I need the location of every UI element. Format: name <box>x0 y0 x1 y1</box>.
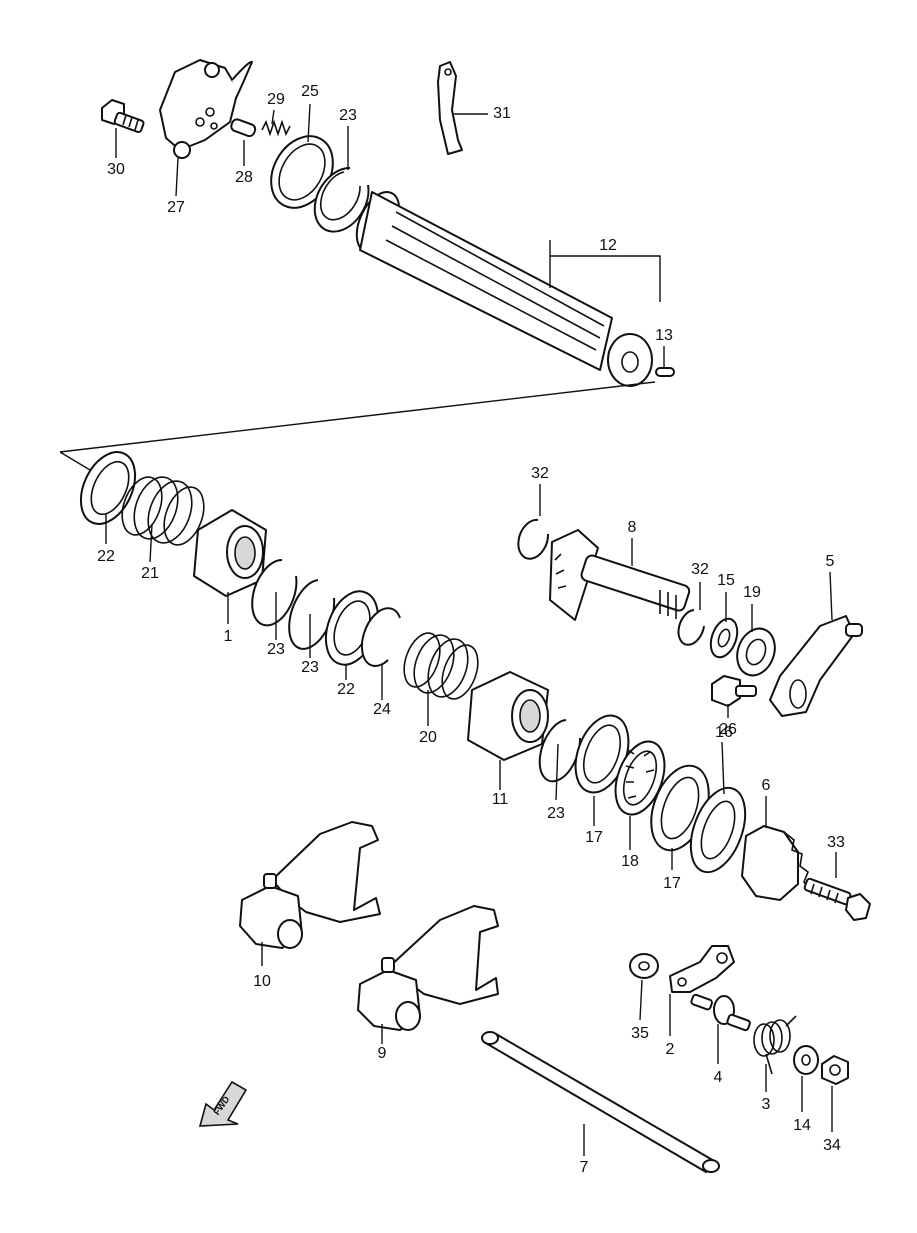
part-15-washer <box>709 617 739 659</box>
callout-17-a: 17 <box>585 829 603 846</box>
part-30-bolt <box>101 99 145 134</box>
callout-27: 27 <box>167 199 185 216</box>
callout-26: 26 <box>719 721 737 738</box>
part-1-ratchet-cam <box>193 509 267 597</box>
leader-lines <box>105 103 837 1156</box>
callout-4: 4 <box>714 1069 723 1086</box>
callout-12: 12 <box>599 237 617 254</box>
part-31-stopper <box>437 61 463 155</box>
callout-30: 30 <box>107 161 125 178</box>
callout-11: 11 <box>492 791 509 808</box>
part-26-bolt <box>711 675 757 707</box>
part-6-cam-gear <box>741 825 811 901</box>
callout-32-a: 32 <box>531 465 549 482</box>
part-4-stopper-bolt <box>690 993 751 1032</box>
part-34-nut <box>821 1055 849 1085</box>
part-27-gear-position-switch <box>159 59 253 159</box>
part-20-spring <box>403 632 479 700</box>
callout-8: 8 <box>628 519 637 536</box>
callout-28: 28 <box>235 169 253 186</box>
part-11-ratchet-plate <box>467 671 549 761</box>
callout-23-d: 23 <box>547 805 565 822</box>
part-18-bearing <box>614 740 666 816</box>
callout-18: 18 <box>621 853 639 870</box>
callout-17-b: 17 <box>663 875 681 892</box>
callout-32-b: 32 <box>691 561 709 578</box>
callout-19: 19 <box>743 584 761 601</box>
part-2-stopper-arm <box>669 945 735 993</box>
part-10-shift-fork <box>239 821 381 949</box>
callout-33: 33 <box>827 834 845 851</box>
callout-2: 2 <box>666 1041 675 1058</box>
part-19-oil-seal <box>736 627 776 677</box>
callout-23-top: 23 <box>339 107 357 124</box>
callout-20: 20 <box>419 729 437 746</box>
part-21-spring <box>121 476 205 546</box>
callout-34: 34 <box>823 1137 841 1154</box>
part-9-shift-fork <box>357 905 499 1031</box>
callout-22-a: 22 <box>97 548 115 565</box>
part-13-pin <box>655 367 675 377</box>
part-23-circlip-b <box>251 558 298 627</box>
callout-29: 29 <box>267 91 285 108</box>
callout-3: 3 <box>762 1096 771 1113</box>
callout-6: 6 <box>762 777 771 794</box>
callout-15: 15 <box>717 572 735 589</box>
callout-24: 24 <box>373 701 391 718</box>
part-3-spring <box>753 1015 797 1075</box>
callout-1: 1 <box>224 628 233 645</box>
callout-13: 13 <box>655 327 673 344</box>
callout-23-b: 23 <box>267 641 285 658</box>
explode-line-drum <box>59 381 656 477</box>
part-29-spring <box>261 119 291 137</box>
part-7-fork-shaft <box>481 1031 720 1173</box>
callout-14: 14 <box>793 1117 811 1134</box>
part-24-circlip <box>360 607 401 667</box>
callout-22-b: 22 <box>337 681 355 698</box>
part-5-shift-lever <box>769 615 863 717</box>
callout-23-c: 23 <box>301 659 319 676</box>
callout-7: 7 <box>580 1159 589 1176</box>
part-32-circlip-b <box>677 609 705 646</box>
callout-21: 21 <box>141 565 159 582</box>
callout-9: 9 <box>378 1045 387 1062</box>
part-35-washer <box>629 953 659 979</box>
part-12-shift-cam <box>355 191 653 387</box>
callout-31: 31 <box>493 105 511 122</box>
part-25-washer <box>270 135 334 209</box>
fwd-arrow-icon: FWD <box>198 1080 248 1127</box>
part-14-washer <box>793 1045 819 1075</box>
callout-labels: 30 27 29 28 25 23 31 12 13 22 21 1 23 23… <box>97 83 845 1176</box>
part-8-shift-shaft <box>549 529 691 621</box>
part-32-circlip-a <box>517 518 550 560</box>
part-16-washer <box>689 786 747 874</box>
callout-25: 25 <box>301 83 319 100</box>
callout-35: 35 <box>631 1025 649 1042</box>
part-17-washer-a <box>574 714 630 794</box>
callout-5: 5 <box>826 553 835 570</box>
callout-16: 16 <box>715 724 733 741</box>
part-28-pin <box>230 118 257 138</box>
part-22-washer-a <box>79 451 137 525</box>
callout-10: 10 <box>253 973 271 990</box>
part-33-bolt <box>803 877 871 921</box>
